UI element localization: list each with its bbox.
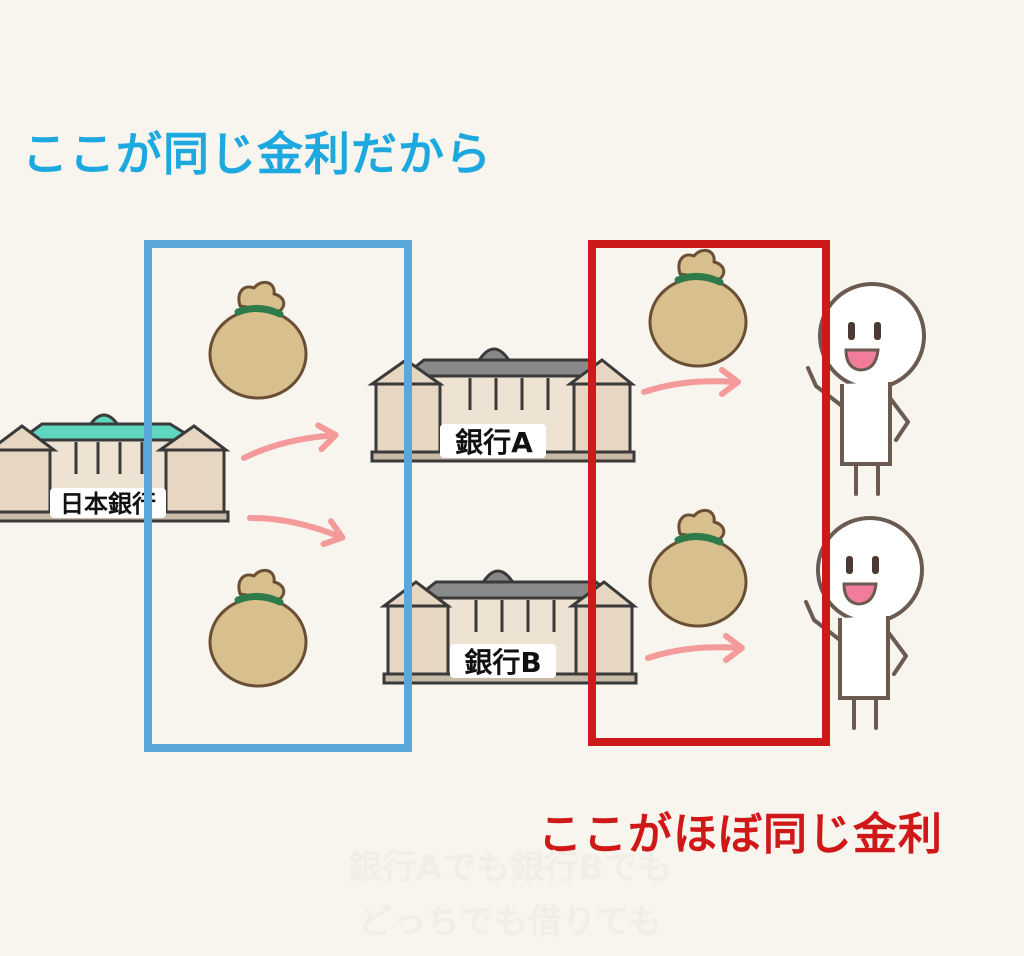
same-rate-highlight-box xyxy=(144,240,412,752)
faded-caption-line-1: 銀行Aでも銀行Bでも xyxy=(347,848,673,888)
money-bag-icon xyxy=(650,510,746,626)
bank-a-label: 銀行A xyxy=(455,426,533,459)
money-bag-icon xyxy=(210,282,306,398)
faded-caption-line-2: どっちでも借りても xyxy=(357,902,663,942)
caption-similar-rate: ここがほぼ同じ金利 xyxy=(538,809,943,860)
caption-same-rate: ここが同じ金利だから xyxy=(22,127,492,181)
arrow-to-person-icon xyxy=(644,370,738,394)
arrow-to-person-icon xyxy=(648,636,742,660)
bank-b-building-icon xyxy=(379,569,639,685)
money-bag-icon xyxy=(650,250,746,366)
bank-b-label: 銀行B xyxy=(464,646,541,679)
money-bag-icon xyxy=(210,570,306,686)
central-bank-label: 日本銀行 xyxy=(60,490,156,518)
arrow-to-bank-a-icon xyxy=(241,423,337,460)
similar-rate-highlight-box xyxy=(588,240,830,746)
arrow-to-bank-b-icon xyxy=(249,497,346,549)
